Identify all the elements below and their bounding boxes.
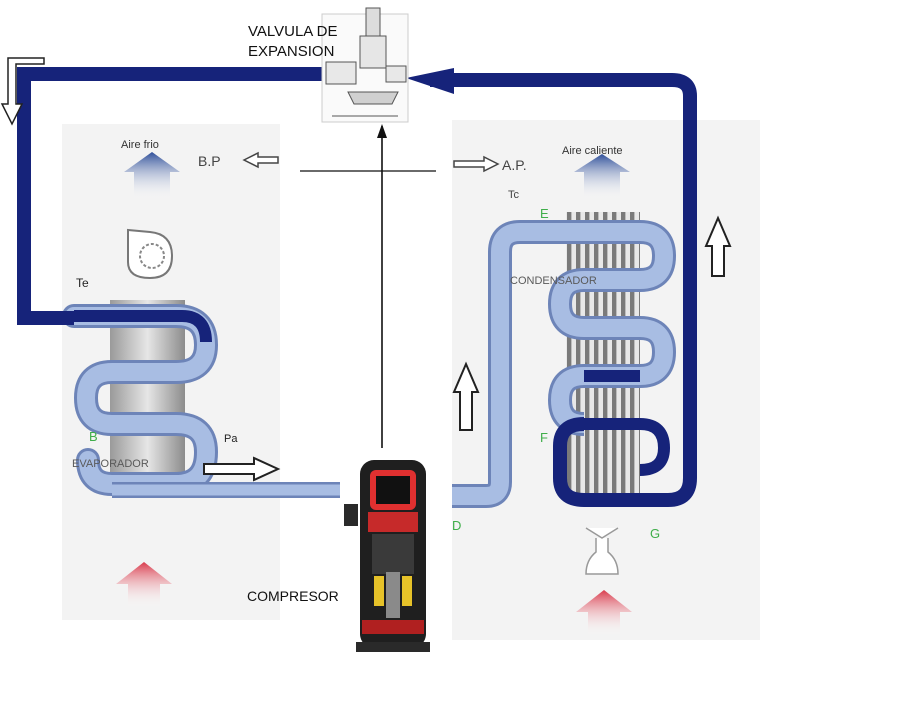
ap-arrow-icon bbox=[453, 155, 500, 173]
point-g-label: G bbox=[650, 526, 660, 541]
ap-label: A.P. bbox=[502, 157, 527, 173]
cold-air-arrow-icon bbox=[124, 152, 180, 200]
hot-air-label: Aire caliente bbox=[562, 145, 623, 157]
hot-air-out-arrow-icon bbox=[574, 154, 630, 200]
air-in-arrow-icon bbox=[576, 590, 632, 636]
condenser-label: CONDENSADOR bbox=[510, 275, 597, 287]
flow-up-arrow-icon bbox=[452, 361, 480, 431]
low-pressure-pipe bbox=[62, 304, 370, 498]
high-pressure-pipe bbox=[17, 67, 697, 507]
tc-label: Tc bbox=[508, 189, 520, 201]
compressor-icon bbox=[340, 448, 452, 666]
evaporator-label: EVAPORADOR bbox=[72, 458, 149, 470]
flow-right-arrow-icon bbox=[203, 456, 281, 482]
bp-arrow-icon bbox=[242, 151, 279, 169]
discharge-pipe bbox=[420, 220, 676, 508]
down-arrow-icon bbox=[0, 57, 45, 126]
expansion-valve-icon bbox=[321, 7, 409, 123]
cold-air-label: Aire frio bbox=[121, 139, 159, 151]
fan-icon bbox=[127, 228, 174, 280]
point-d-label: D bbox=[452, 518, 461, 533]
bp-label: B.P bbox=[198, 153, 221, 169]
flow-up-arrow-icon-right bbox=[704, 215, 732, 277]
point-f-label: F bbox=[540, 430, 548, 445]
valve-title-line2: EXPANSION bbox=[248, 43, 334, 60]
g-expansion-device-icon bbox=[585, 527, 619, 575]
warm-air-in-arrow-icon bbox=[116, 562, 172, 608]
evaporator-fins bbox=[110, 300, 185, 490]
point-b-label: B bbox=[89, 429, 98, 444]
te-label: Te bbox=[76, 276, 89, 290]
valve-title-line1: VALVULA DE bbox=[248, 23, 338, 40]
pa-label: Pa bbox=[224, 433, 238, 445]
compressor-label: COMPRESOR bbox=[247, 588, 339, 604]
condenser-tube-bank bbox=[566, 212, 640, 502]
point-e-label: E bbox=[540, 206, 549, 221]
valve-inlet-cone bbox=[406, 68, 454, 94]
